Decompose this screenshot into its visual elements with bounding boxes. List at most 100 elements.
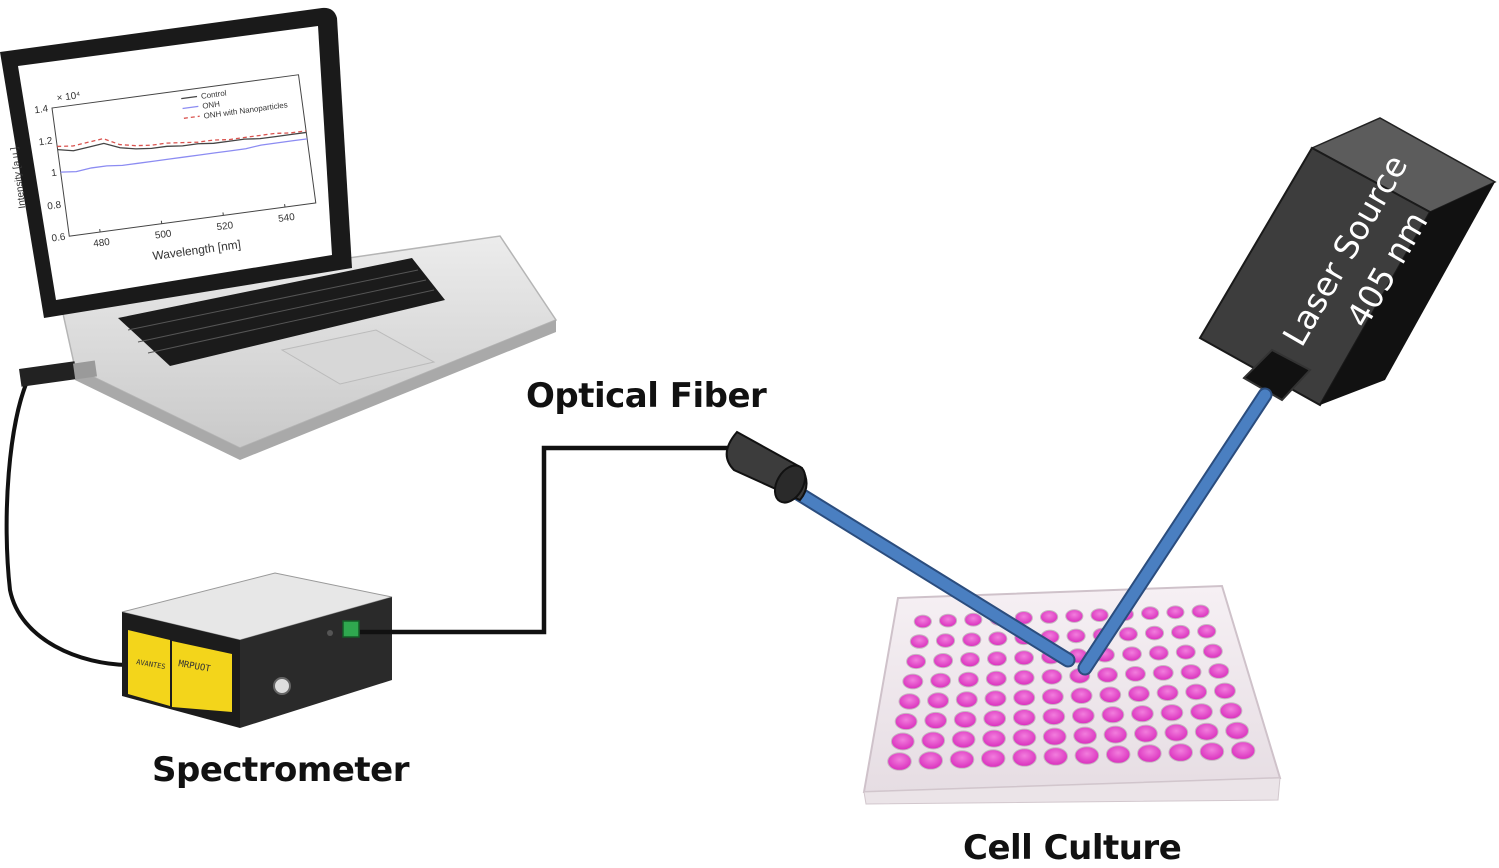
spectrometer-label-left [128,630,170,706]
well [1175,644,1196,660]
well [964,612,983,627]
well [1127,685,1150,703]
well [1013,669,1035,686]
well [1105,745,1131,764]
well [1043,747,1068,766]
well [962,632,982,648]
legend-swatch [183,115,200,119]
legend-label: ONH [202,99,221,110]
plot-exponent: × 10⁴ [56,90,81,104]
well [1134,724,1158,743]
well [984,690,1007,707]
well [1202,643,1223,659]
well [1013,689,1036,707]
spectrometer-label: Spectrometer [152,750,410,790]
well [1191,604,1210,619]
well [1141,606,1160,621]
well [1144,625,1165,641]
series-line [57,131,307,152]
well [927,692,950,709]
well [1164,723,1189,742]
well [1121,646,1142,662]
x-tick-label: 480 [93,237,111,250]
x-tick-label: 540 [278,212,296,225]
y-tick-label: 0.8 [47,200,63,213]
legend-label: Control [200,89,227,101]
well [980,749,1006,768]
well [1219,702,1243,720]
well [1041,668,1063,685]
well [918,751,944,770]
well-plate [862,584,1282,805]
well [887,752,912,771]
fiber-connector [342,620,360,638]
well [1012,709,1036,727]
well [987,651,1007,667]
legend-swatch [181,95,198,100]
well [1042,727,1067,746]
well [1180,664,1202,680]
well [988,631,1008,647]
well [960,652,980,668]
well [1213,682,1236,700]
well [1090,608,1109,622]
spectrometer-label-right [172,641,232,712]
well [1156,684,1179,702]
well [1208,663,1230,679]
fiber-probe [725,430,808,504]
well [935,633,956,648]
well [1185,683,1208,701]
well [1124,666,1146,682]
well [985,670,1007,687]
trackpad [280,329,436,385]
well [1041,688,1064,706]
well [957,671,979,688]
well [938,613,958,628]
well [1171,624,1191,640]
well [1103,725,1128,744]
well [1194,722,1219,741]
well [1040,610,1059,624]
well [924,711,948,730]
well [1190,703,1213,721]
x-tick-label: 500 [154,228,172,241]
well [1160,704,1184,722]
well [906,653,927,670]
optical-fiber-label: Optical Fiber [526,376,767,416]
well [933,653,954,669]
well [982,729,1006,748]
well [1225,721,1249,740]
well [953,711,977,729]
x-tick-label: 520 [216,220,234,233]
y-tick-label: 1 [51,168,58,180]
well [1199,742,1225,761]
laptop-screen [18,26,332,300]
well [1065,609,1084,623]
usb-plug [19,361,77,387]
well [1152,665,1174,681]
well [890,732,915,751]
well [930,672,952,689]
well [1014,650,1034,666]
well [983,710,1007,728]
well [1066,628,1086,644]
laser-side [1320,182,1495,405]
spectrometer-knob [273,677,291,695]
usb-cable [4,374,131,667]
well [1101,706,1125,724]
optical-fiber-cable [360,445,728,635]
well [913,614,932,629]
well [1074,746,1100,765]
well [1073,726,1097,745]
well [1099,686,1122,704]
legend-swatch [182,105,199,110]
well [1197,624,1217,639]
well [1168,743,1193,762]
well [951,730,976,749]
well [1131,705,1154,723]
well [909,634,930,649]
well [902,673,924,690]
well [1137,744,1162,763]
